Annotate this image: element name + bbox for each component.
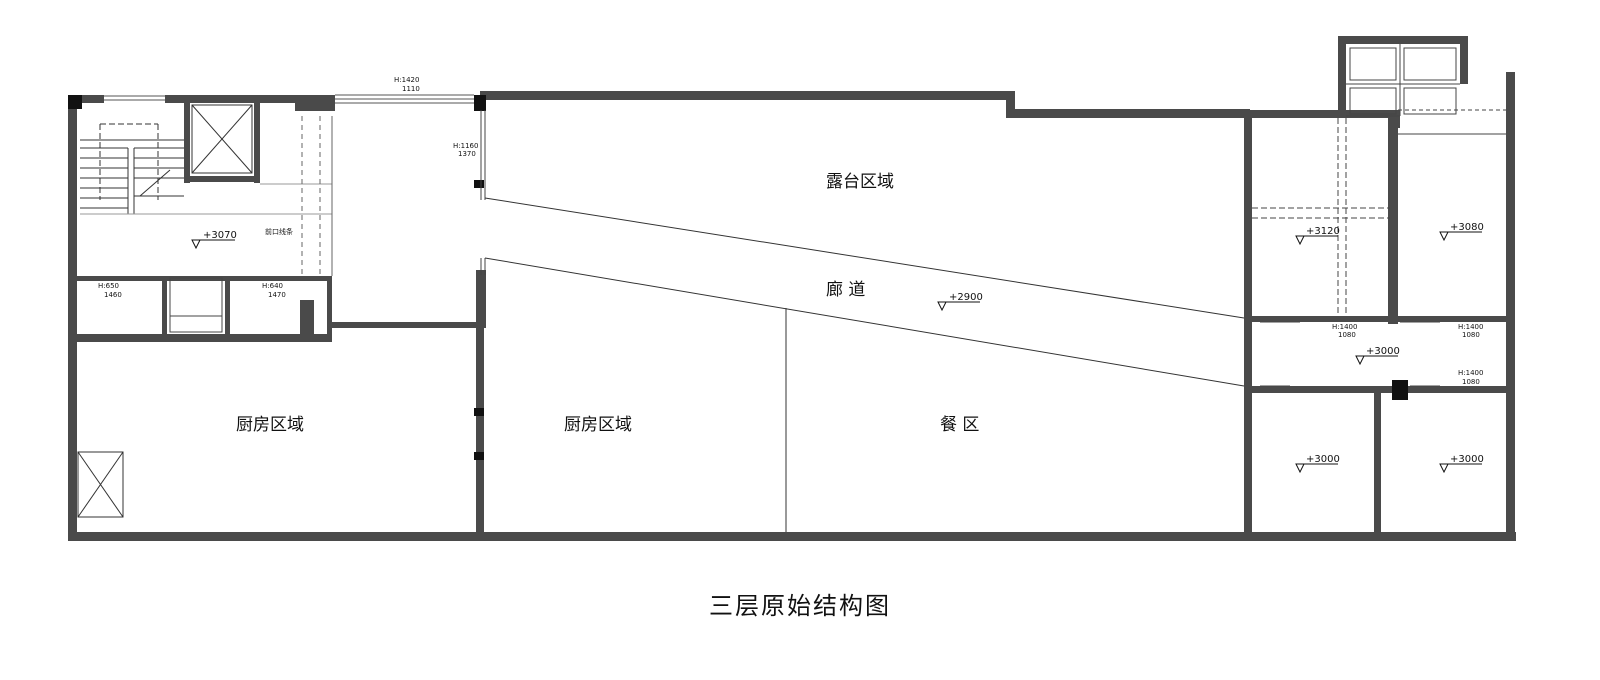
elevator-shaft [77,104,253,518]
room-label-corridor: 廊 道 [826,280,865,300]
top-window-h: H:1420 [394,76,419,84]
room1-w: 1460 [104,291,122,299]
top-window-w: 1110 [402,85,420,93]
right1-h: H:1400 [1332,323,1357,331]
right3-h: H:1400 [1458,369,1483,377]
left-door-w: 1370 [458,150,476,158]
right2-h: H:1400 [1458,323,1483,331]
left-door-h: H:1160 [453,142,478,150]
level-corridor: +2900 [949,292,983,303]
level-right-room-d: +3000 [1450,454,1484,465]
corridor-lines [484,197,1245,532]
door-marks [480,110,486,275]
level-stair-hall: +3070 [203,230,237,241]
level-markers [191,231,1482,474]
right-block [1252,44,1506,387]
stair-note: 前口线条 [265,227,293,236]
right1-w: 1080 [1338,331,1356,339]
room-label-dining: 餐 区 [940,415,979,435]
level-right-room-c: +3000 [1306,454,1340,465]
outer-walls [68,36,1516,541]
level-labels: +3070 +2900 +3120 +3080 +3000 +3000 +300… [203,222,1484,465]
room2-h: H:640 [262,282,283,290]
room-label-kitchen-mid: 厨房区域 [564,415,632,435]
level-right-passage: +3000 [1366,346,1400,357]
room2-w: 1470 [268,291,286,299]
plan-title: 三层原始结构图 [709,592,891,620]
room-label-kitchen-left: 厨房区域 [236,415,304,435]
level-right-room-b: +3080 [1450,222,1484,233]
opening-labels: H:1420 1110 H:1160 1370 H:650 1460 H:640… [98,76,1483,386]
stair [80,116,333,276]
room-labels: 露台区域 廊 道 厨房区域 厨房区域 餐 区 [236,172,979,435]
room1-h: H:650 [98,282,119,290]
room-label-terrace: 露台区域 [826,172,894,192]
small-rooms [169,277,223,333]
right2-w: 1080 [1462,331,1480,339]
top-windows [104,94,474,104]
right3-w: 1080 [1462,378,1480,386]
level-right-room-a: +3120 [1306,226,1340,237]
